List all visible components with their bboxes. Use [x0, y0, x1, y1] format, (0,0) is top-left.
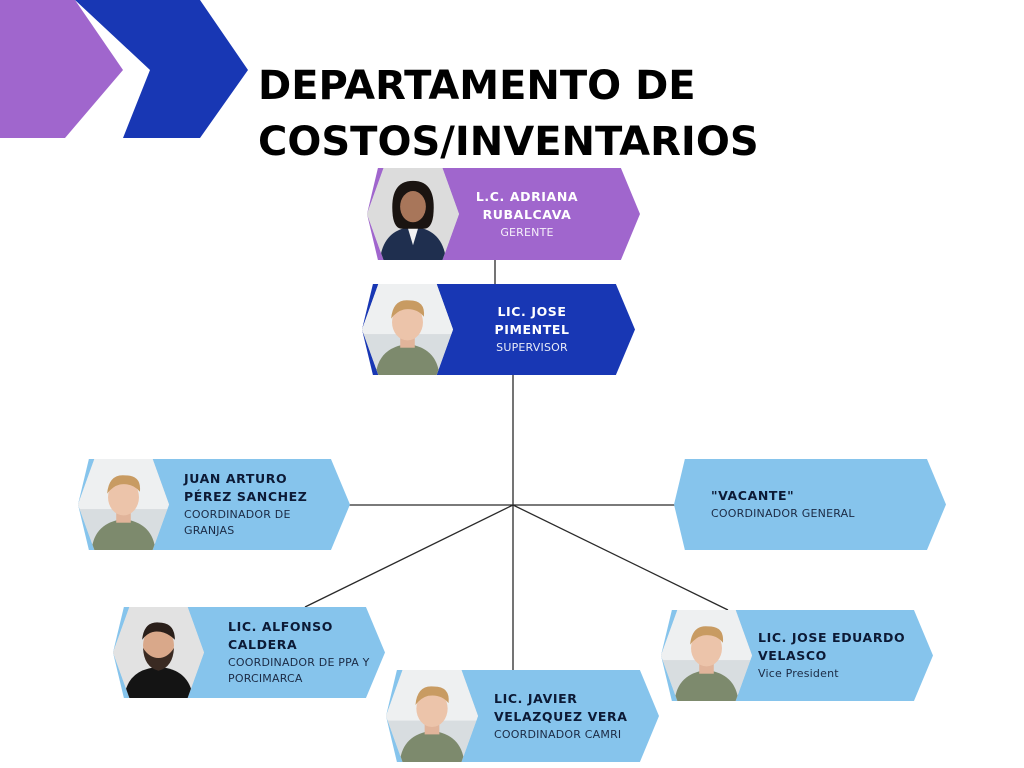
man-portrait-icon — [78, 459, 169, 550]
blue-chevron-shape — [75, 0, 248, 138]
node-ppa-role: COORDINADOR DE PPA Y PORCIMARCA — [228, 656, 370, 685]
bearded-man-portrait-icon — [113, 607, 204, 698]
node-camri: LIC. JAVIER VELAZQUEZ VERA COORDINADOR C… — [386, 670, 659, 762]
node-velasco-role: Vice President — [758, 667, 839, 680]
node-gerente-text: L.C. ADRIANA RUBALCAVA GERENTE — [467, 168, 587, 260]
page-title: DEPARTAMENTO DE COSTOS/INVENTARIOS — [258, 63, 759, 165]
node-ppa-name: LIC. ALFONSO CALDERA — [228, 619, 333, 652]
node-vacante-name: "VACANTE" — [711, 488, 795, 503]
node-velasco: LIC. JOSE EDUARDO VELASCO Vice President — [661, 610, 933, 701]
node-supervisor-role: SUPERVISOR — [496, 341, 568, 354]
node-ppa: LIC. ALFONSO CALDERA COORDINADOR DE PPA … — [113, 607, 385, 698]
man-portrait-icon — [661, 610, 752, 701]
purple-chevron-shape — [0, 0, 123, 138]
node-ppa-text: LIC. ALFONSO CALDERA COORDINADOR DE PPA … — [228, 607, 378, 698]
node-supervisor-text: LIC. JOSE PIMENTEL SUPERVISOR — [460, 284, 604, 375]
node-camri-name: LIC. JAVIER VELAZQUEZ VERA — [494, 690, 628, 724]
node-velasco-text: LIC. JOSE EDUARDO VELASCO Vice President — [758, 610, 918, 701]
node-granjas-name: JUAN ARTURO PÉREZ SANCHEZ — [184, 471, 308, 504]
node-camri-role: COORDINADOR CAMRI — [494, 727, 622, 741]
man-portrait-icon — [362, 284, 453, 375]
connector-hub-velasco — [512, 504, 729, 611]
connector-hub-ppa — [304, 504, 514, 608]
node-vacante: "VACANTE" COORDINADOR GENERAL — [674, 459, 946, 550]
node-supervisor-name: LIC. JOSE PIMENTEL — [494, 304, 570, 337]
decorative-chevrons — [0, 0, 248, 138]
node-camri-text: LIC. JAVIER VELAZQUEZ VERA COORDINADOR C… — [494, 670, 644, 762]
node-granjas-text: JUAN ARTURO PÉREZ SANCHEZ COORDINADOR DE… — [184, 459, 334, 550]
man-portrait-icon — [386, 670, 478, 762]
node-granjas-role: COORDINADOR DE GRANJAS — [184, 508, 291, 537]
node-vacante-role: COORDINADOR GENERAL — [711, 507, 855, 520]
node-gerente: L.C. ADRIANA RUBALCAVA GERENTE — [367, 168, 640, 260]
node-vacante-shape — [674, 459, 946, 550]
woman-portrait-icon — [367, 168, 459, 260]
node-gerente-role: GERENTE — [500, 225, 554, 239]
node-vacante-text: "VACANTE" COORDINADOR GENERAL — [711, 459, 911, 550]
node-velasco-name: LIC. JOSE EDUARDO VELASCO — [758, 630, 906, 663]
node-gerente-name: L.C. ADRIANA RUBALCAVA — [475, 188, 579, 222]
node-granjas: JUAN ARTURO PÉREZ SANCHEZ COORDINADOR DE… — [78, 459, 350, 550]
node-supervisor: LIC. JOSE PIMENTEL SUPERVISOR — [362, 284, 635, 375]
